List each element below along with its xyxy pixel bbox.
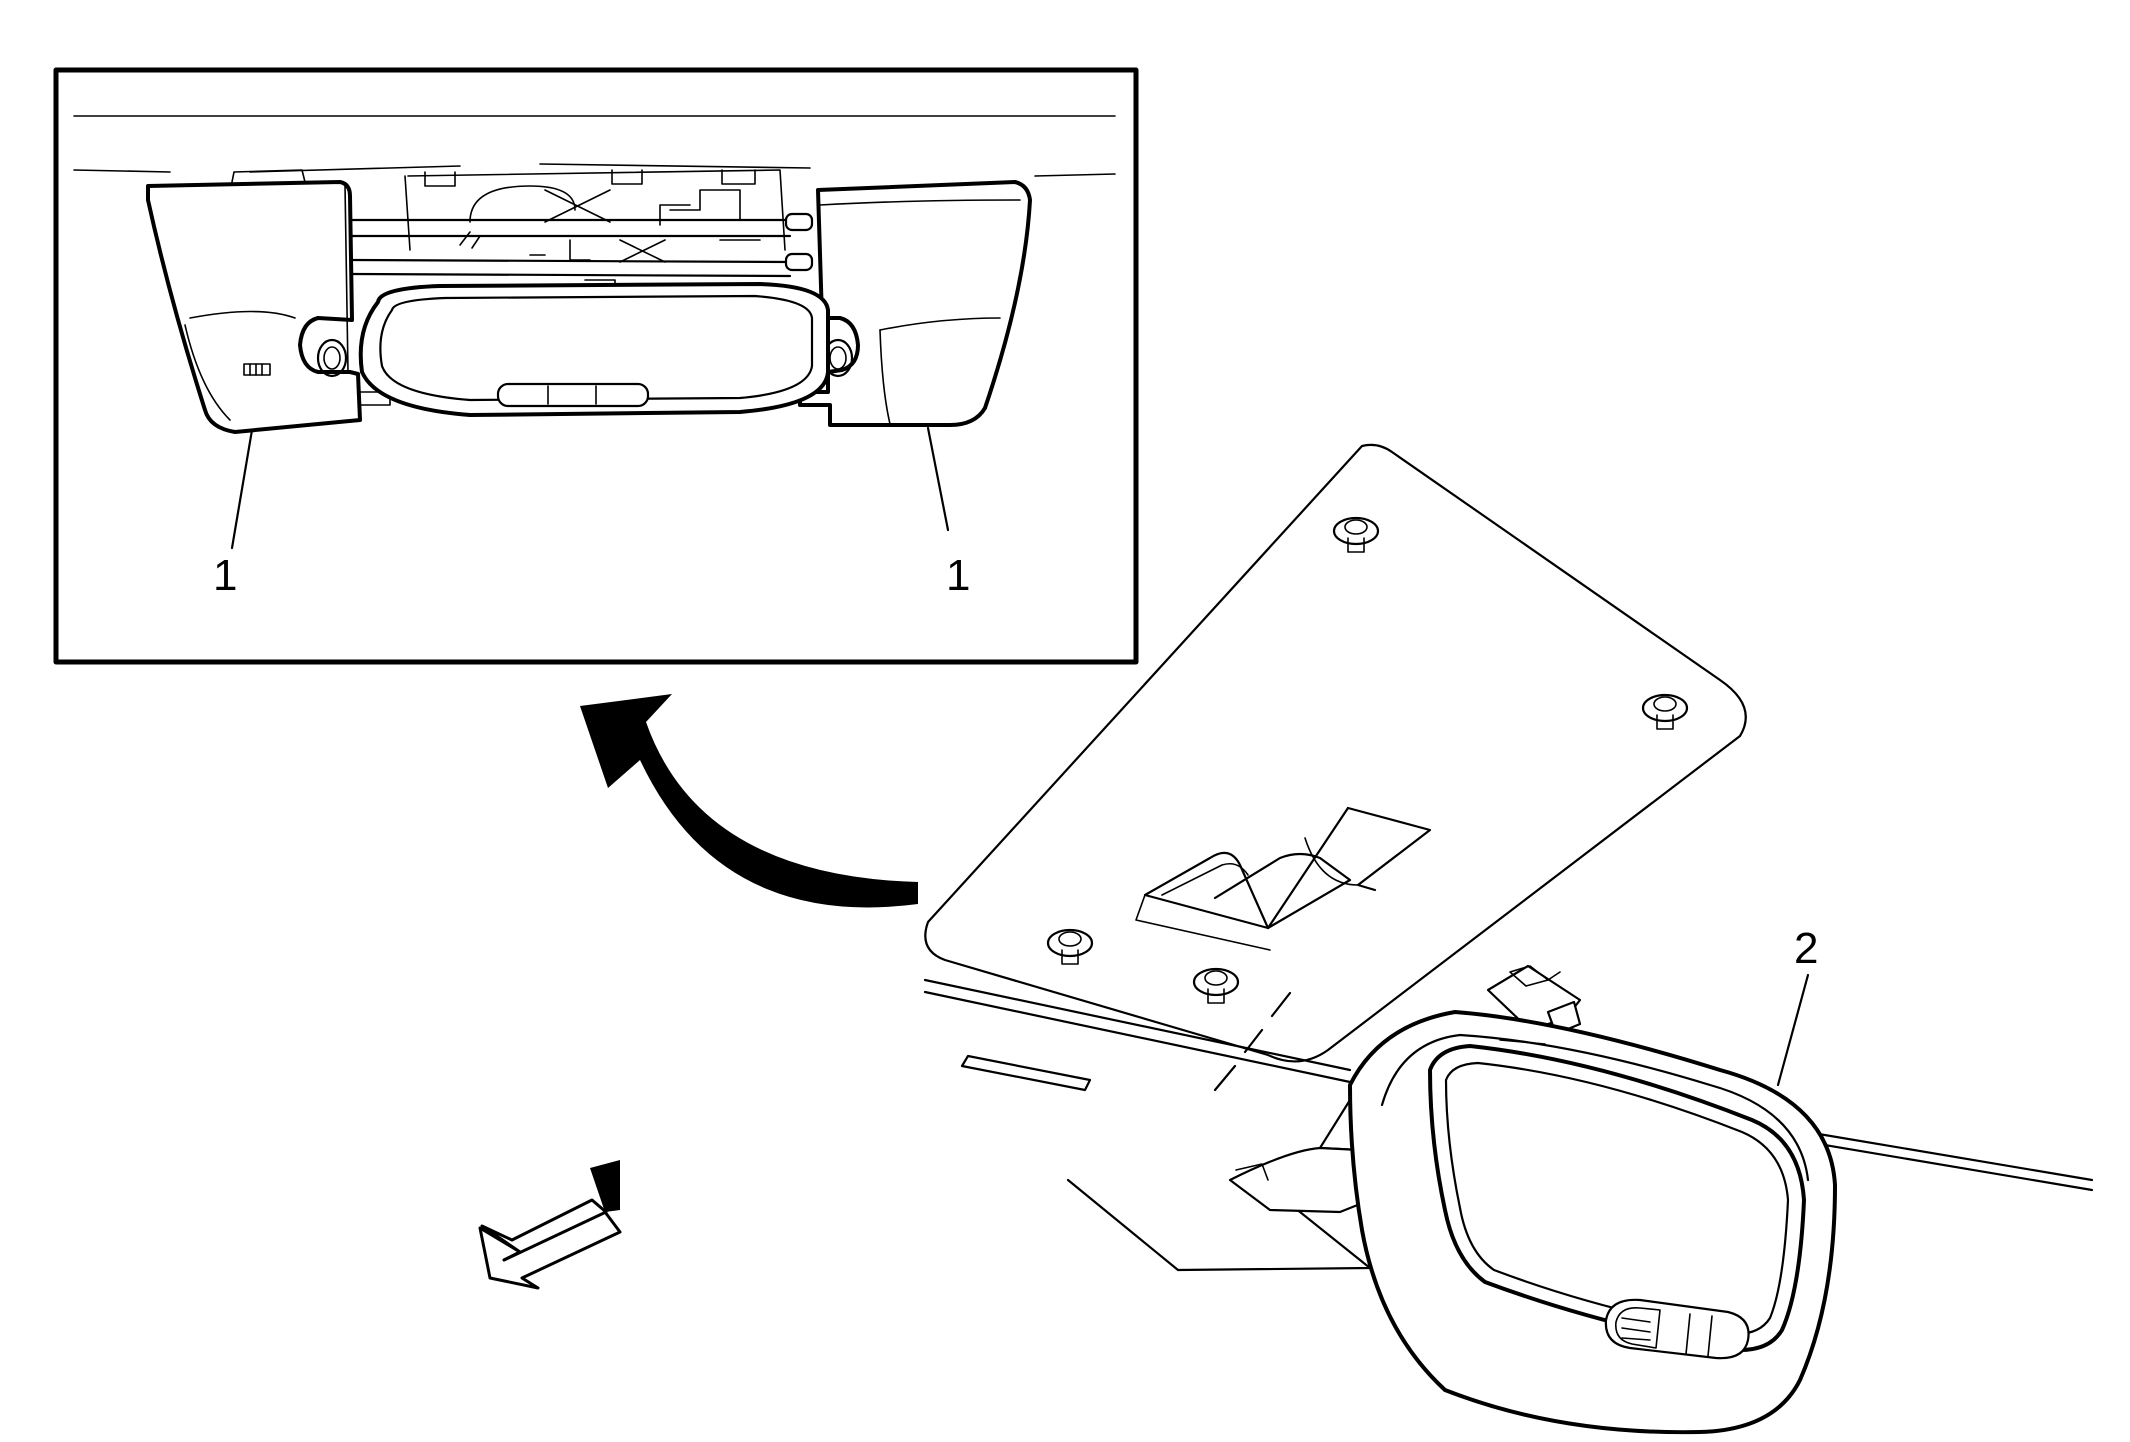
mounting-clip	[1332, 516, 1380, 553]
callout-2: 2	[1794, 924, 1818, 973]
left-lamp-lens	[146, 169, 391, 434]
right-lamp-lens	[798, 180, 1032, 427]
console-housing-background	[404, 169, 786, 301]
mounting-clip	[1192, 967, 1240, 1004]
guide-plane	[1066, 1178, 1372, 1272]
leader-line-console	[1776, 973, 1810, 1087]
mounting-clip	[1046, 928, 1094, 965]
curved-arrow-icon	[580, 694, 918, 908]
leader-line-left	[230, 428, 254, 550]
forward-arrow-icon	[478, 1160, 622, 1290]
inset-frame	[53, 67, 1139, 665]
overhead-console	[1228, 964, 1837, 1435]
alignment-line	[1213, 991, 1292, 1092]
roof-lines	[923, 978, 2094, 1192]
reading-lamp-switch	[1604, 1298, 1750, 1360]
center-console-display	[358, 282, 830, 417]
console-mounting-opening	[1135, 806, 1432, 951]
inset-detail-view: 1 1	[53, 67, 1139, 665]
callout-1-left: 1	[213, 551, 237, 600]
wire-harness	[350, 212, 814, 278]
mounting-clip	[1641, 693, 1689, 730]
callout-1-right: 1	[946, 551, 970, 600]
leader-line-right	[926, 426, 950, 532]
headliner-panel	[924, 443, 1747, 1063]
